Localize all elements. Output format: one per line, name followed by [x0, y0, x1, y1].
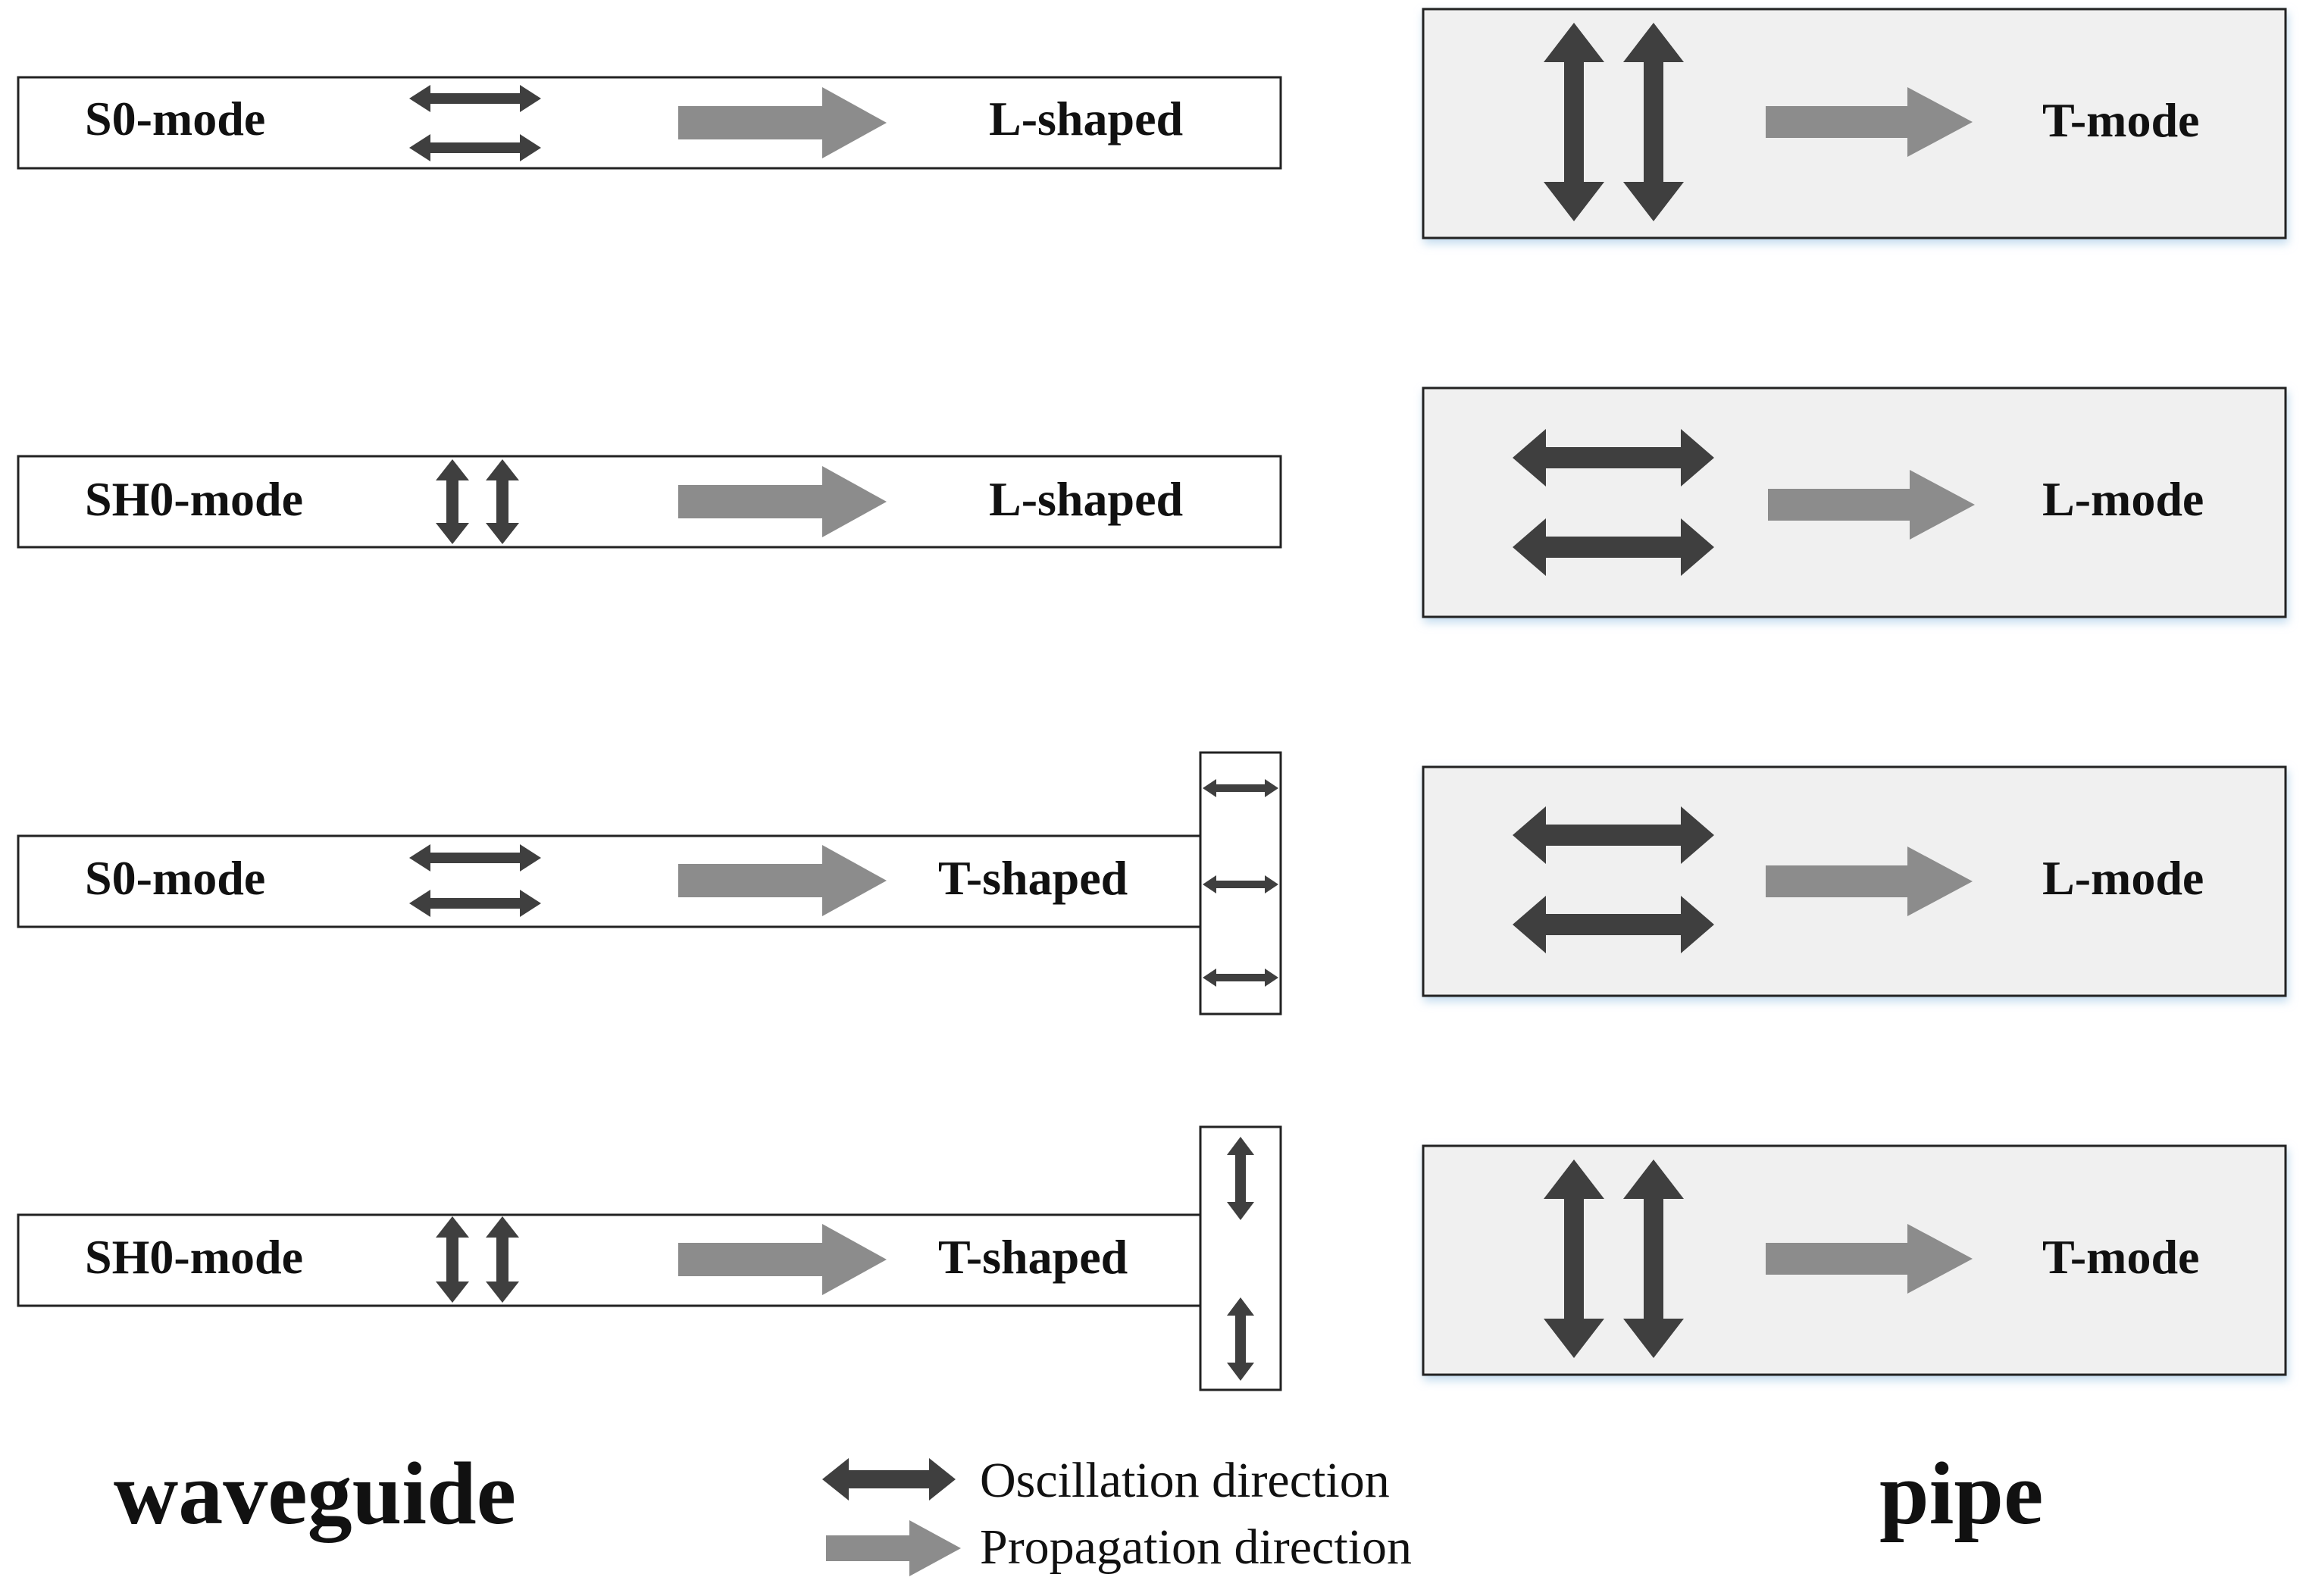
- waveguide-shape-label: L-shaped: [989, 472, 1183, 526]
- horizontal-oscillation-arrows-icon: [409, 85, 541, 161]
- legend-oscillation-label: Oscillation direction: [980, 1453, 1390, 1508]
- waveguide-column-title: waveguide: [114, 1444, 516, 1543]
- horizontal-oscillation-arrows-icon: [409, 844, 541, 917]
- horizontal-oscillation-arrows-icon: [1513, 806, 1714, 953]
- propagation-arrow-icon: [1766, 847, 1973, 916]
- propagation-arrow-icon: [678, 466, 887, 537]
- pipe-mode-label: T-mode: [2042, 1230, 2199, 1284]
- pipe-row-2: L-mode: [1422, 386, 2287, 618]
- pipe-row-1: T-mode: [1422, 8, 2287, 239]
- propagation-arrow-icon: [678, 1224, 887, 1295]
- waveguide-row-3: S0-mode T-shaped: [17, 751, 1282, 1015]
- pipe-row-4: T-mode: [1422, 1144, 2287, 1376]
- waveguide-strip: [17, 455, 1282, 549]
- waveguide-mode-label: SH0-mode: [85, 1230, 303, 1284]
- pipe-mode-label: L-mode: [2042, 851, 2204, 905]
- waveguide-shape-label: T-shaped: [938, 1230, 1128, 1284]
- waveguide-strip: [17, 76, 1282, 170]
- waveguide-mode-label: S0-mode: [85, 851, 265, 905]
- legend: Oscillation direction Propagation direct…: [822, 1453, 1412, 1576]
- vertical-oscillation-arrows-icon: [1544, 1159, 1684, 1358]
- pipe-row-3: L-mode: [1422, 765, 2287, 997]
- waveguide-strip: [17, 1213, 1202, 1307]
- legend-propagation-label: Propagation direction: [980, 1519, 1412, 1575]
- vertical-oscillation-arrows-icon: [1544, 23, 1684, 221]
- pipe-mode-label: T-mode: [2042, 93, 2199, 147]
- end-cap-vertical-arrows-icon: [1227, 1137, 1254, 1381]
- horizontal-oscillation-arrows-icon: [1513, 429, 1714, 576]
- waveguide-row-4: SH0-mode T-shaped: [17, 1125, 1282, 1391]
- waveguide-shape-label: L-shaped: [989, 92, 1183, 146]
- propagation-arrow-icon: [678, 87, 887, 158]
- double-headed-arrow-icon: [822, 1458, 956, 1501]
- pipe-mode-label: L-mode: [2042, 472, 2204, 526]
- waveguide-row-1: S0-mode L-shaped: [17, 76, 1282, 170]
- waveguide-row-2: SH0-mode L-shaped: [17, 455, 1282, 549]
- vertical-oscillation-arrows-icon: [436, 1216, 519, 1303]
- vertical-oscillation-arrows-icon: [436, 459, 519, 544]
- propagation-arrow-icon: [678, 845, 887, 916]
- waveguide-shape-label: T-shaped: [938, 851, 1128, 905]
- right-arrow-icon: [826, 1520, 961, 1576]
- propagation-arrow-icon: [1766, 1224, 1973, 1294]
- end-cap-horizontal-arrows-icon: [1203, 779, 1278, 987]
- waveguide-mode-label: SH0-mode: [85, 472, 303, 526]
- pipe-column-title: pipe: [1879, 1444, 2043, 1543]
- propagation-arrow-icon: [1768, 470, 1975, 540]
- waveguide-mode-label: S0-mode: [85, 92, 265, 146]
- propagation-arrow-icon: [1766, 87, 1973, 157]
